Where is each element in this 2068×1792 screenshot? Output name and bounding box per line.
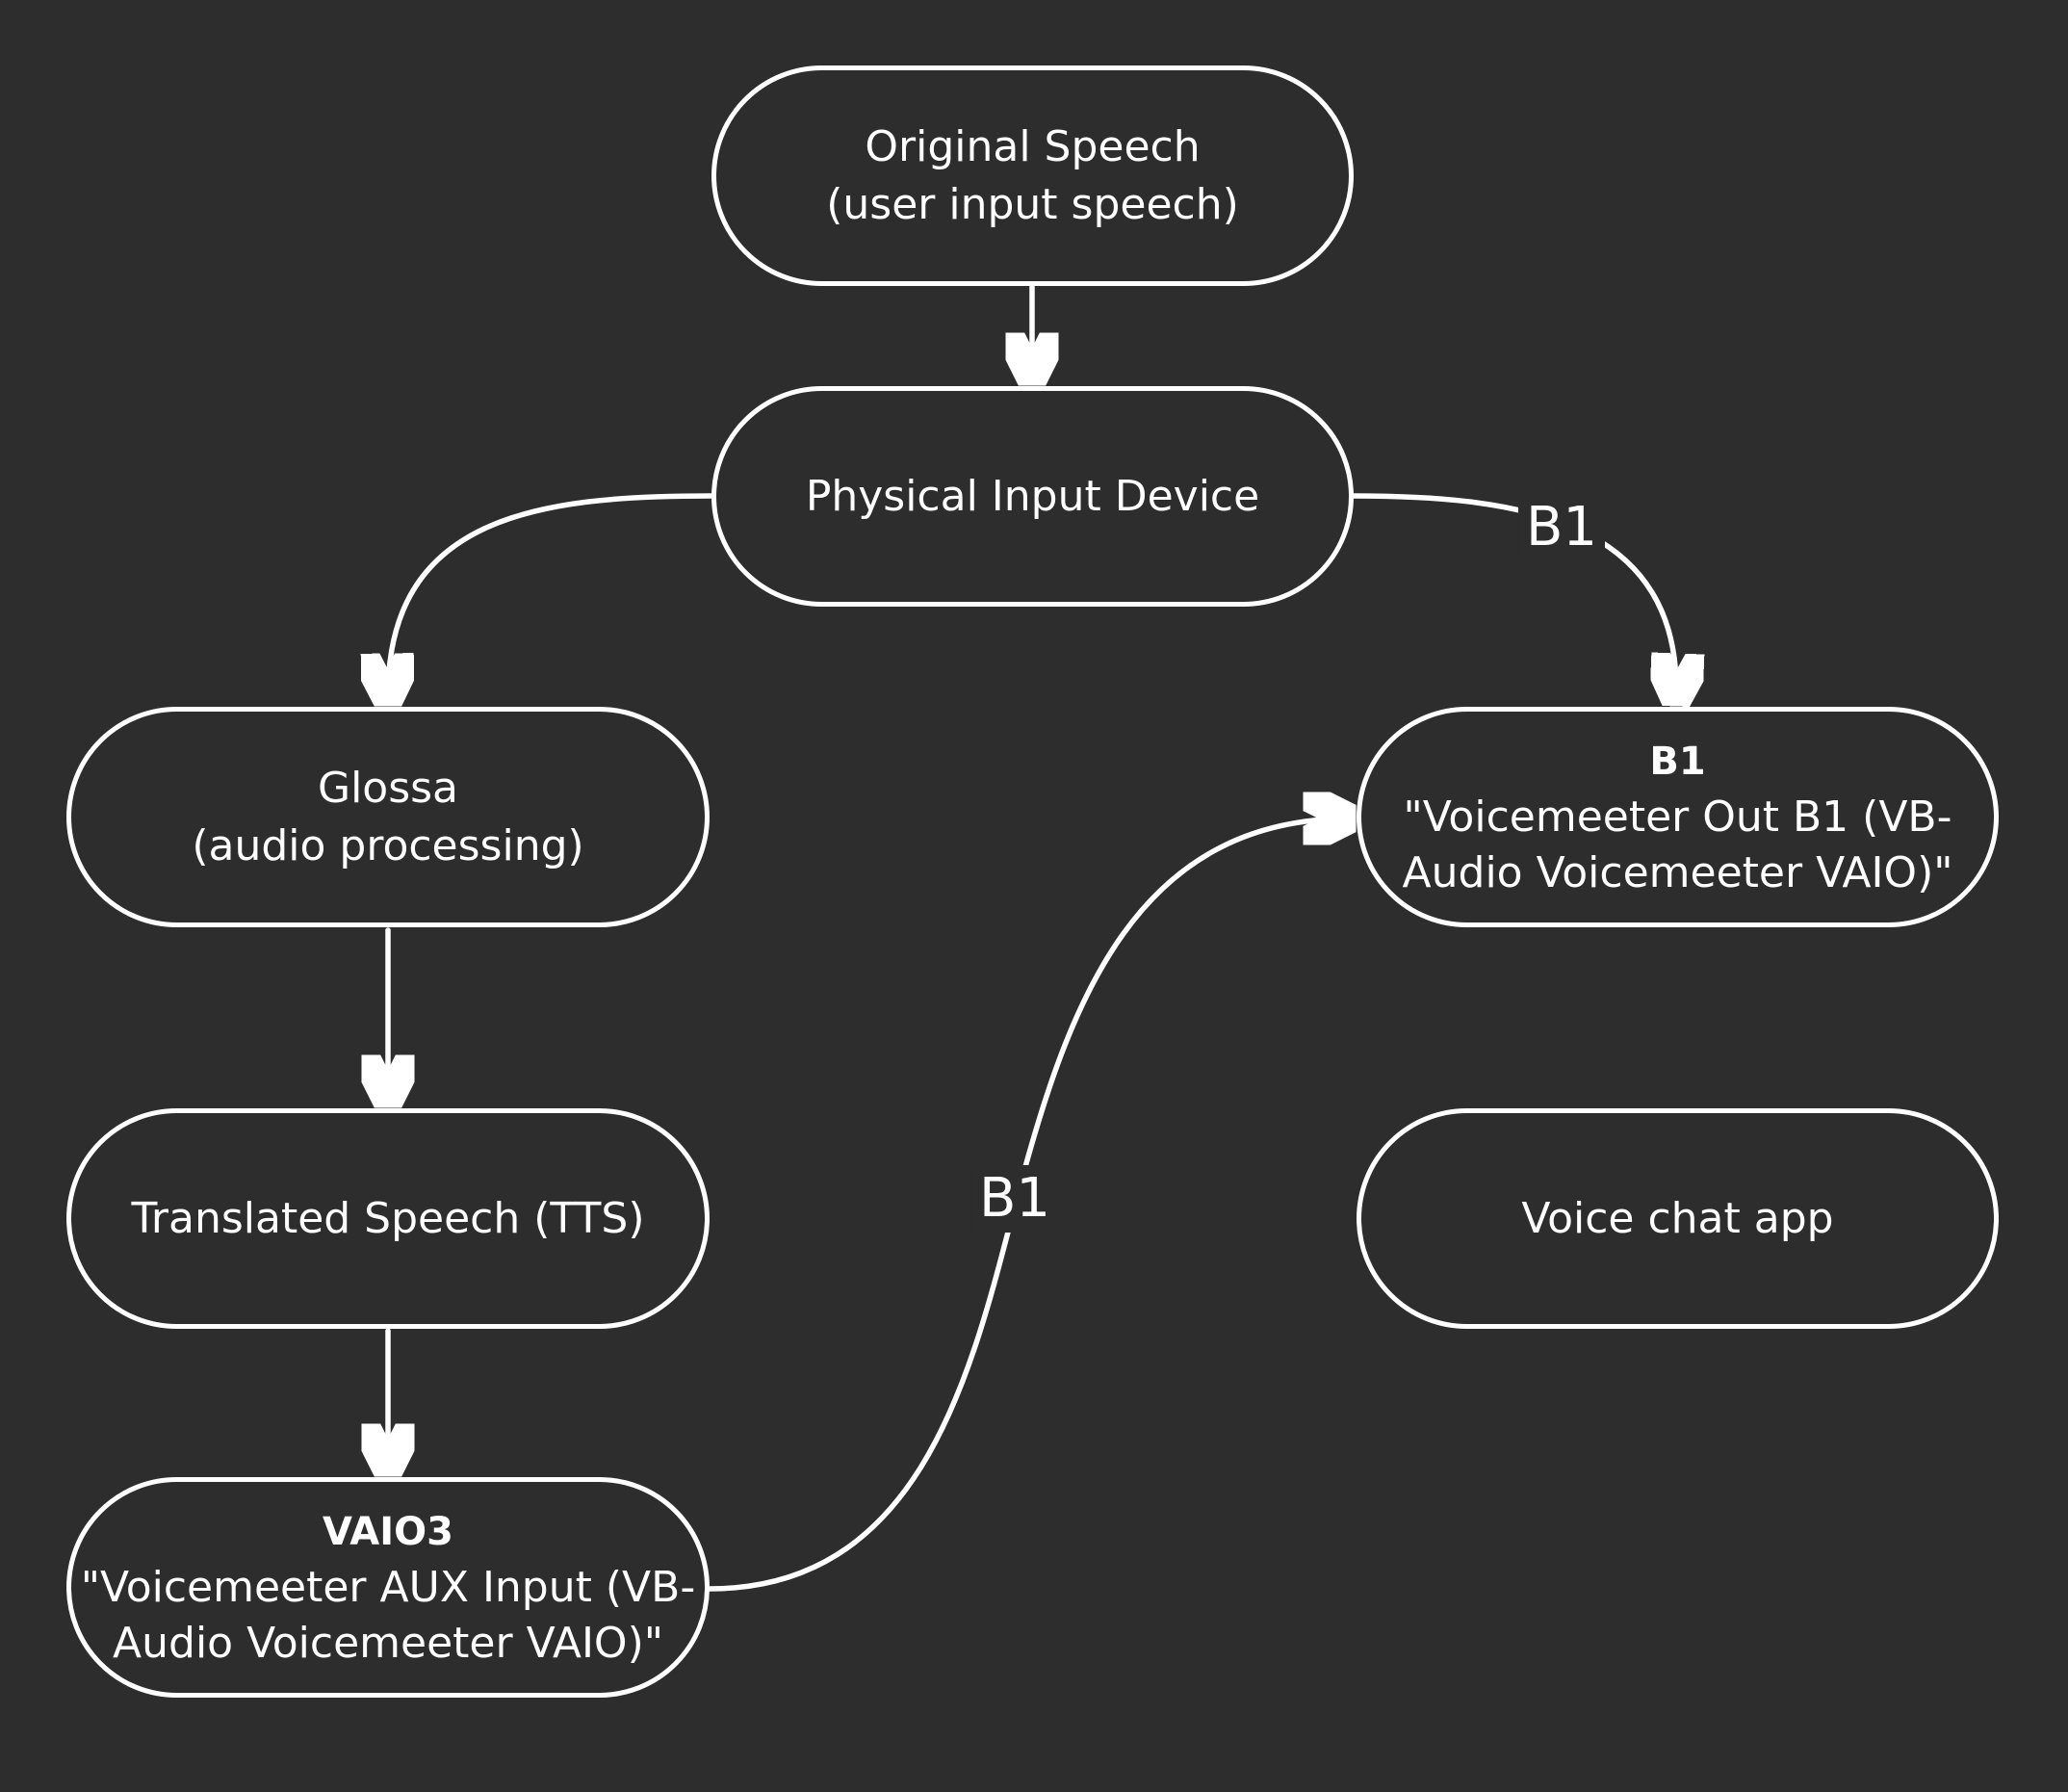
node-glossa-subtitle: (audio processing) [192, 820, 584, 870]
node-vaio3-line1: "Voicemeeter AUX Input (VB- [80, 1562, 696, 1612]
node-b1[interactable]: B1 "Voicemeeter Out B1 (VB- Audio Voicem… [1357, 707, 1999, 927]
node-vaio3[interactable]: VAIO3 "Voicemeeter AUX Input (VB- Audio … [66, 1477, 710, 1698]
node-voice-chat-app-label: Voice chat app [1521, 1193, 1834, 1243]
node-physical-input-device-label: Physical Input Device [805, 471, 1260, 521]
node-translated-speech-label: Translated Speech (TTS) [131, 1193, 645, 1243]
node-physical-input-device[interactable]: Physical Input Device [711, 386, 1354, 607]
node-translated-speech[interactable]: Translated Speech (TTS) [66, 1108, 710, 1329]
node-vaio3-line2: Audio Voicemeeter VAIO)" [113, 1618, 663, 1668]
node-b1-line1: "Voicemeeter Out B1 (VB- [1403, 792, 1952, 842]
node-b1-line2: Audio Voicemeeter VAIO)" [1402, 847, 1953, 897]
edge-label-vaio3-to-b1: B1 [970, 1165, 1059, 1233]
node-original-speech-title: Original Speech [865, 121, 1201, 171]
node-vaio3-title: VAIO3 [323, 1509, 453, 1554]
node-original-speech-subtitle: (user input speech) [826, 179, 1239, 229]
node-original-speech[interactable]: Original Speech (user input speech) [711, 65, 1354, 286]
node-glossa[interactable]: Glossa (audio processing) [66, 707, 710, 927]
edge-label-physical-to-b1: B1 [1517, 494, 1606, 561]
node-voice-chat-app[interactable]: Voice chat app [1357, 1108, 1999, 1329]
node-glossa-title: Glossa [317, 763, 459, 813]
edge-physical-to-glossa [388, 493, 714, 701]
node-b1-title: B1 [1649, 739, 1706, 784]
edge-physical-to-b1 [1351, 493, 1676, 701]
